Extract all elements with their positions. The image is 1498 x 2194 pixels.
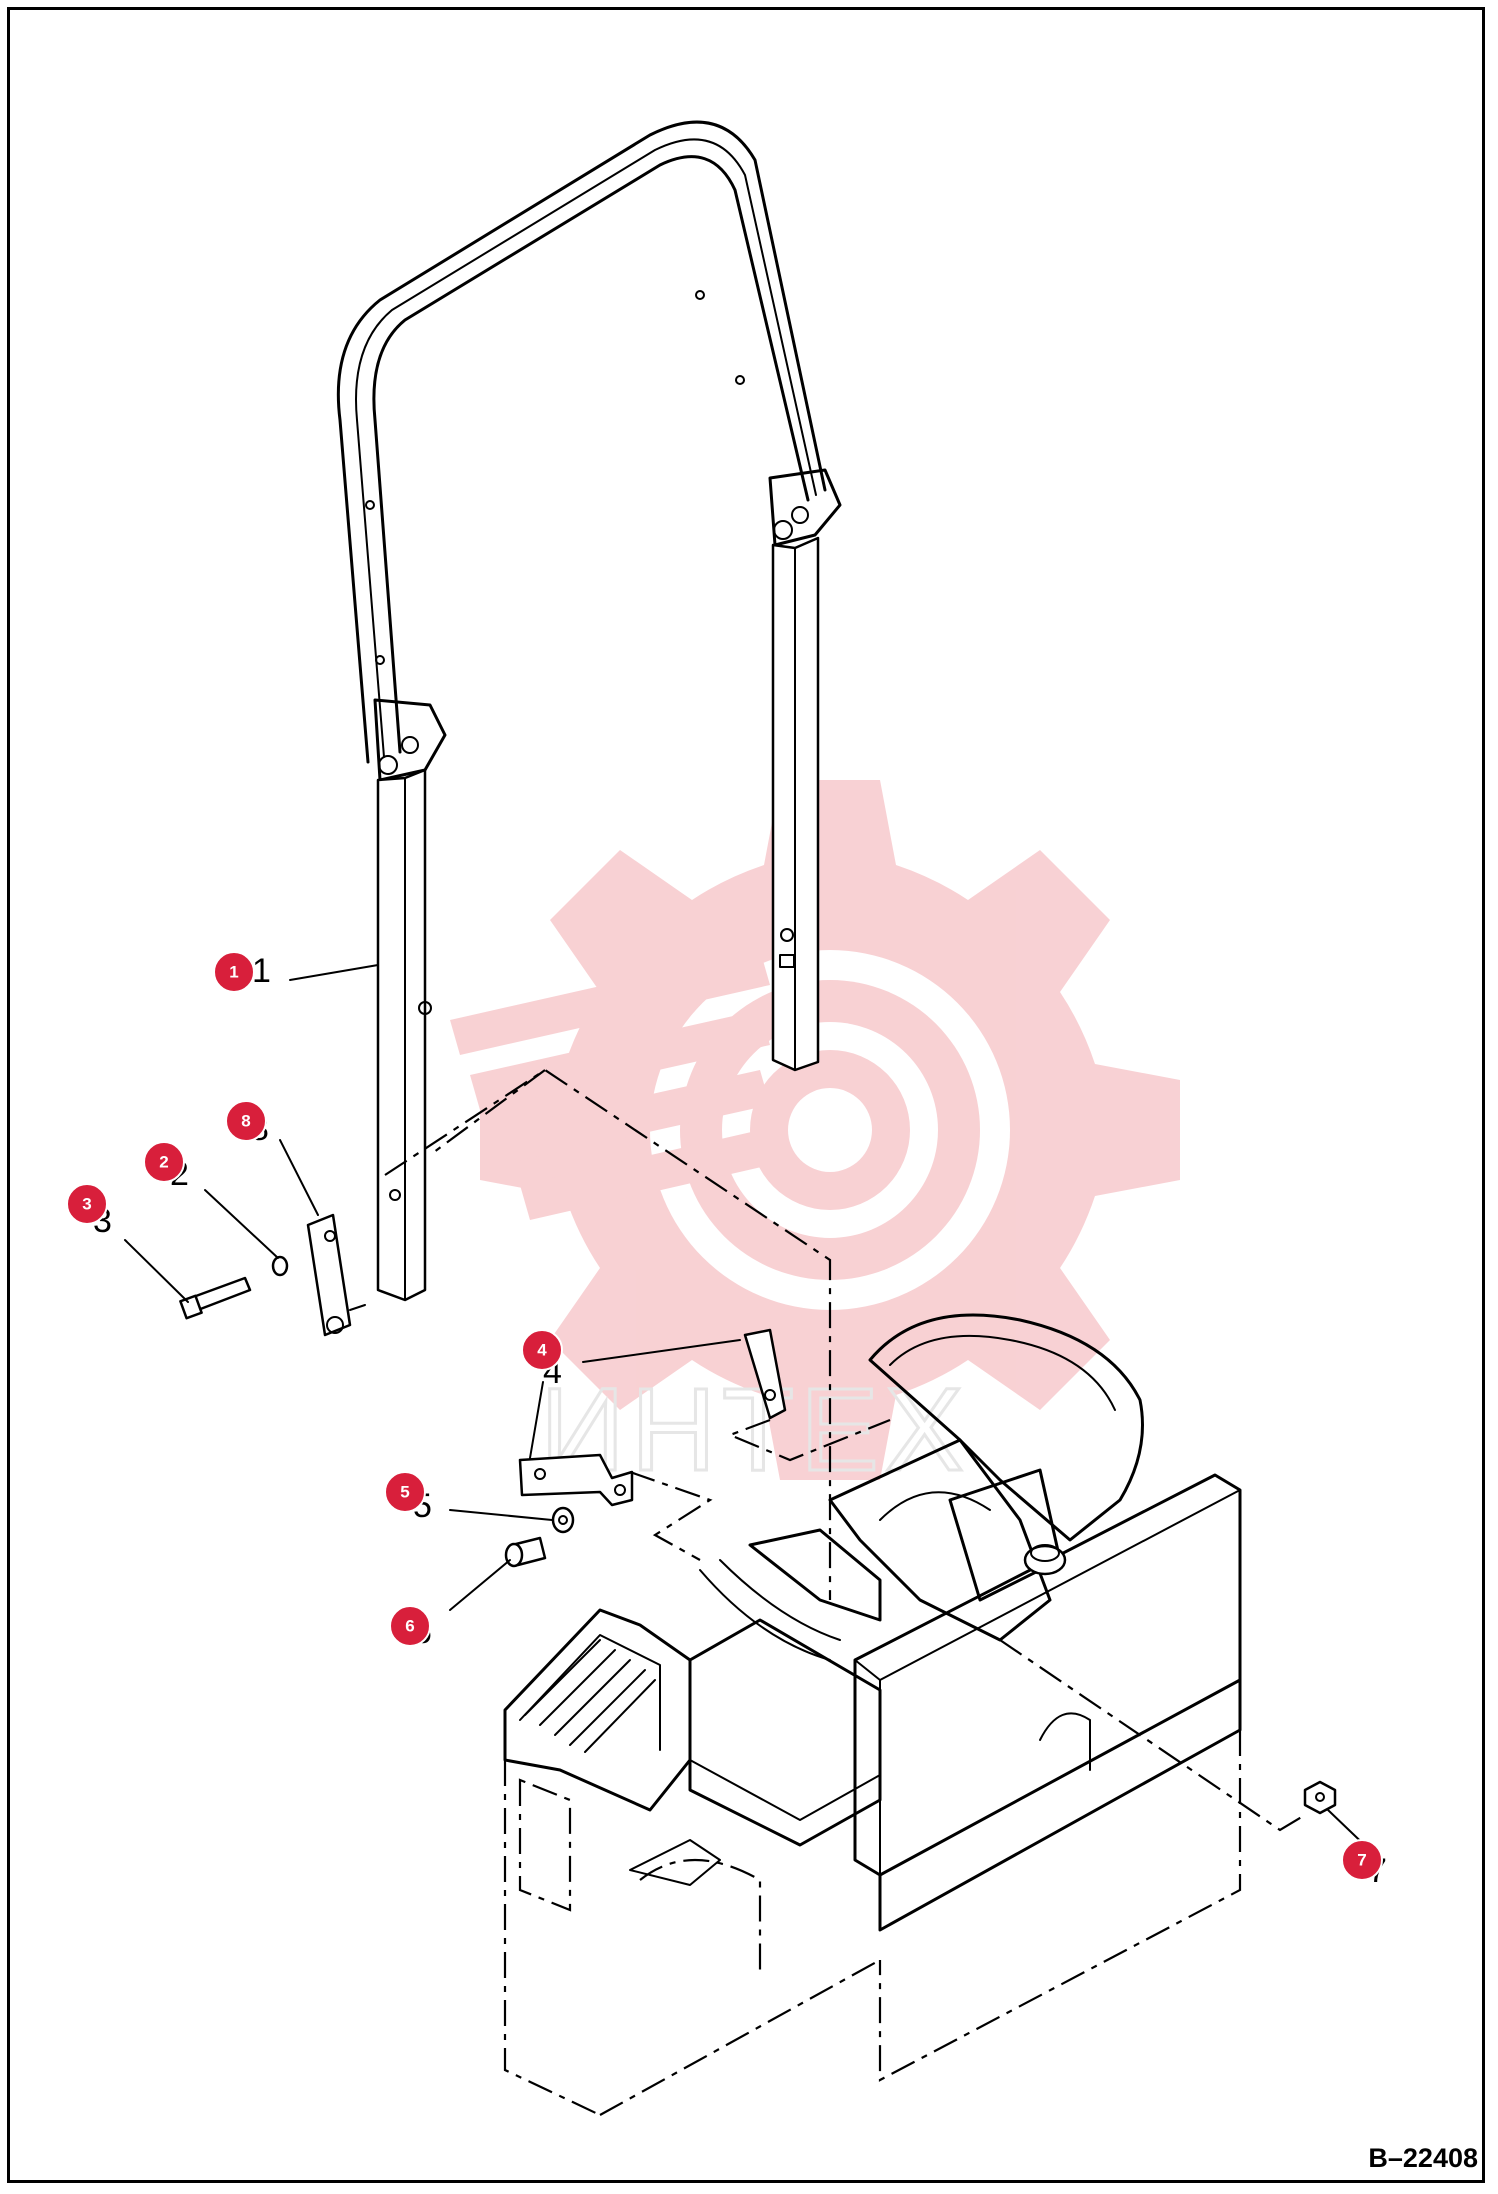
callout-marker-6[interactable]: 6 [389, 1605, 431, 1647]
step-treads [524, 1639, 656, 1753]
callout-marker-4[interactable]: 4 [521, 1329, 563, 1371]
drawing-frame [7, 7, 1485, 2183]
svg-text:6: 6 [405, 1617, 414, 1636]
callout-marker-5[interactable]: 5 [384, 1471, 426, 1513]
svg-text:4: 4 [537, 1341, 547, 1360]
svg-text:5: 5 [400, 1483, 409, 1502]
leader-3 [124, 1239, 189, 1303]
callout-markers[interactable]: 1 2 3 4 5 6 7 8 [66, 951, 1383, 1881]
bolt-part-6 [504, 1536, 547, 1568]
leader-8 [279, 1139, 319, 1216]
mount-bracket-part [518, 1328, 787, 1507]
plate-part [306, 1213, 366, 1337]
svg-text:3: 3 [82, 1195, 91, 1214]
callout-marker-8[interactable]: 8 [225, 1100, 267, 1142]
drawing-number: B–22408 [1368, 2143, 1478, 2173]
assembly-lines [384, 1068, 1306, 1832]
watermark-logo [450, 780, 1180, 1480]
rops-frame [336, 120, 842, 1302]
svg-text:7: 7 [1357, 1851, 1366, 1870]
bolt-part-3 [179, 1276, 252, 1320]
callout-number-1: 1 [252, 952, 271, 990]
nut-part [1303, 1780, 1337, 1815]
svg-text:1: 1 [229, 963, 238, 982]
callout-marker-2[interactable]: 2 [143, 1141, 185, 1183]
callout-marker-3[interactable]: 3 [66, 1183, 108, 1225]
lock-washer-part [271, 1255, 289, 1277]
leader-6 [449, 1559, 511, 1611]
leader-lines [124, 964, 1376, 1856]
callout-marker-1[interactable]: 1 [213, 951, 255, 993]
leader-2 [204, 1189, 279, 1259]
callout-marker-7[interactable]: 7 [1341, 1839, 1383, 1881]
svg-text:8: 8 [241, 1112, 250, 1131]
leader-4b [529, 1381, 544, 1459]
leader-4 [582, 1339, 741, 1363]
svg-text:2: 2 [159, 1153, 168, 1172]
machine-body [503, 1313, 1242, 2116]
leader-1 [289, 964, 379, 981]
washer-part-5 [551, 1506, 575, 1534]
leader-5 [449, 1509, 553, 1521]
